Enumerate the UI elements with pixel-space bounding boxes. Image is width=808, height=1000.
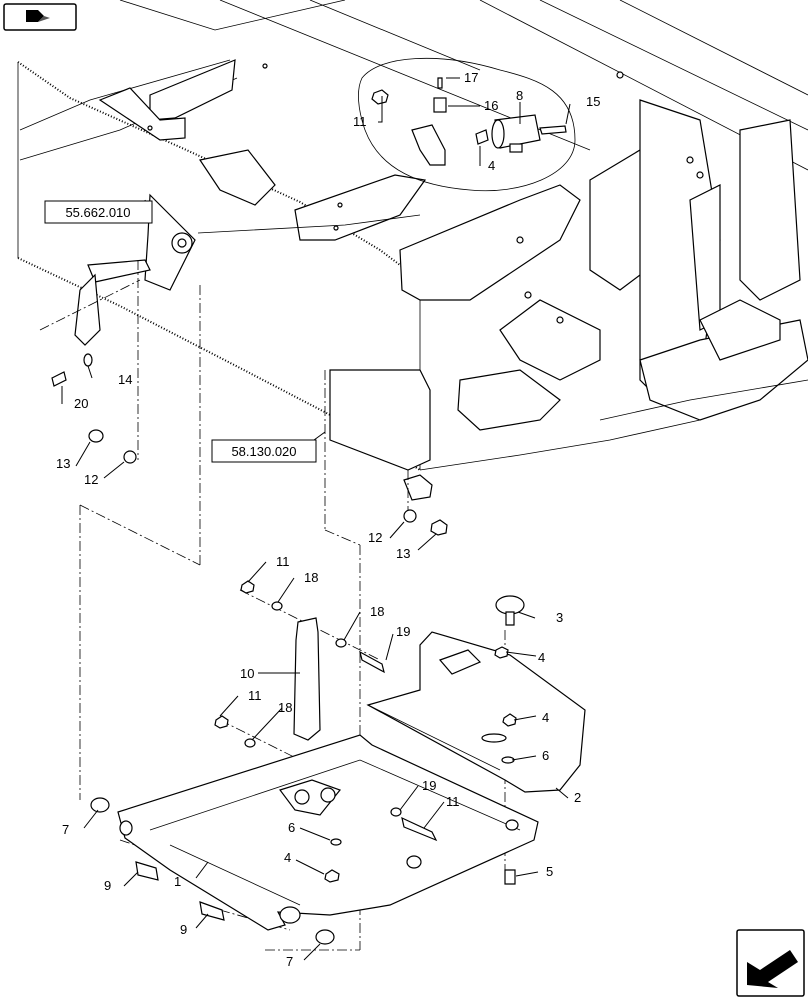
callout-13: 13	[56, 456, 70, 471]
callout-9: 9	[104, 878, 111, 893]
callout-5: 5	[546, 864, 553, 879]
callout-11: 11	[276, 554, 290, 569]
leader-lines	[61, 77, 571, 961]
next-page-arrow-icon[interactable]	[736, 929, 805, 997]
callout-4: 4	[538, 650, 545, 665]
callout-4: 4	[488, 158, 495, 173]
callout-13: 13	[396, 546, 410, 561]
callout-6: 6	[288, 820, 295, 835]
callout-12: 12	[368, 530, 382, 545]
callout-3: 3	[556, 610, 563, 625]
callout-7: 7	[62, 822, 69, 837]
callout-labels: 17 16 8 15 11 4 14 20 13 12 12 13 11 18 …	[56, 70, 600, 969]
callout-7: 7	[286, 954, 293, 969]
reference-58-130-020[interactable]: 58.130.020	[211, 439, 317, 463]
callout-17: 17	[464, 70, 478, 85]
callout-19: 19	[422, 778, 436, 793]
reference-label: 55.662.010	[65, 205, 130, 220]
callout-16: 16	[484, 98, 498, 113]
lower-exploded-parts	[51, 353, 586, 945]
reference-label: 58.130.020	[231, 444, 296, 459]
callout-4: 4	[542, 710, 549, 725]
header-frame-drawing	[17, 0, 808, 501]
callout-2: 2	[574, 790, 581, 805]
callout-18: 18	[278, 700, 292, 715]
callout-20: 20	[74, 396, 88, 411]
reference-55-662-010[interactable]: 55.662.010	[44, 200, 153, 224]
callout-14: 14	[118, 372, 132, 387]
callout-4: 4	[284, 850, 291, 865]
callout-15: 15	[586, 94, 600, 109]
callout-11: 11	[353, 114, 367, 129]
callout-1: 1	[174, 874, 181, 889]
callout-9: 9	[180, 922, 187, 937]
callout-10: 10	[240, 666, 254, 681]
callout-12: 12	[84, 472, 98, 487]
callout-18: 18	[370, 604, 384, 619]
detail-bubble	[358, 57, 576, 192]
callout-11: 11	[446, 794, 460, 809]
callout-19: 19	[396, 624, 410, 639]
book-open-icon[interactable]	[3, 3, 77, 31]
callout-18: 18	[304, 570, 318, 585]
callout-8: 8	[516, 88, 523, 103]
callout-6: 6	[542, 748, 549, 763]
callout-11: 11	[248, 688, 262, 703]
